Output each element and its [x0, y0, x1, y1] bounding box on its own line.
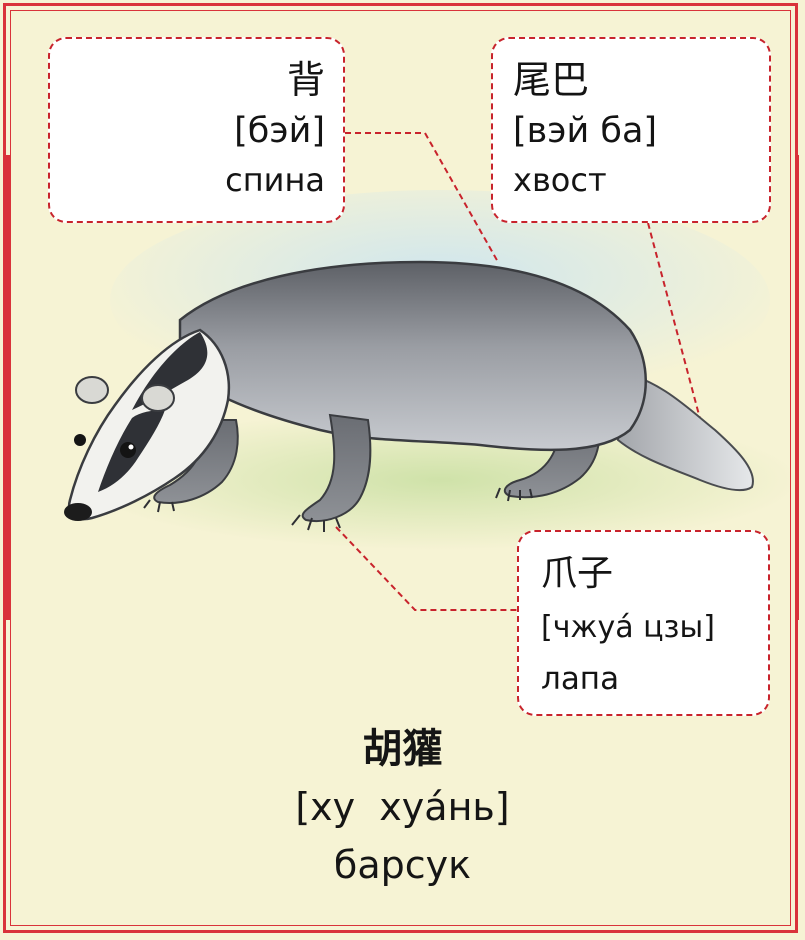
near-front-claws — [143, 499, 175, 513]
callout-back: 背 [бэй] спина — [48, 37, 345, 223]
badger-ear-right — [141, 384, 175, 412]
left-edge-bar — [6, 155, 10, 620]
grass-glow — [80, 410, 800, 550]
back-pinyin: [бэй] — [234, 111, 325, 151]
back-russian: спина — [225, 161, 325, 199]
back-leader-line — [345, 132, 499, 263]
paw-pinyin: [чжуá цзы] — [541, 610, 715, 645]
front-claws — [291, 514, 341, 532]
callout-tail: 尾巴 [вэй ба] хвост — [491, 37, 771, 223]
badger-ear-left — [75, 376, 109, 404]
tail-russian: хвост — [513, 161, 607, 199]
eye-highlight — [128, 444, 134, 450]
callout-paw: 爪子 [чжуá цзы] лапа — [517, 530, 770, 716]
right-edge-bar — [795, 155, 799, 620]
badger-body — [178, 260, 647, 452]
animal-pinyin: [ху хуáнь] — [295, 785, 510, 829]
badger-front-leg — [301, 413, 372, 522]
paw-russian: лапа — [541, 661, 620, 697]
tail-leader-line — [647, 222, 704, 431]
badger-tail — [616, 370, 754, 491]
badger-eye-right — [120, 442, 136, 458]
hind-claws — [495, 487, 533, 502]
tail-hanzi: 尾巴 — [513, 58, 590, 102]
tail-pinyin: [вэй ба] — [513, 111, 658, 151]
animal-hanzi: 胡獾 — [362, 726, 443, 772]
animal-russian: барсук — [333, 843, 472, 887]
animal-label: 胡獾 [ху хуáнь] барсук — [200, 720, 605, 894]
paw-hanzi: 爪子 — [541, 553, 614, 594]
badger-nose — [64, 503, 92, 521]
paw-leader-line — [335, 526, 517, 611]
badger-eye-left — [74, 434, 86, 446]
back-hanzi: 背 — [286, 58, 325, 102]
